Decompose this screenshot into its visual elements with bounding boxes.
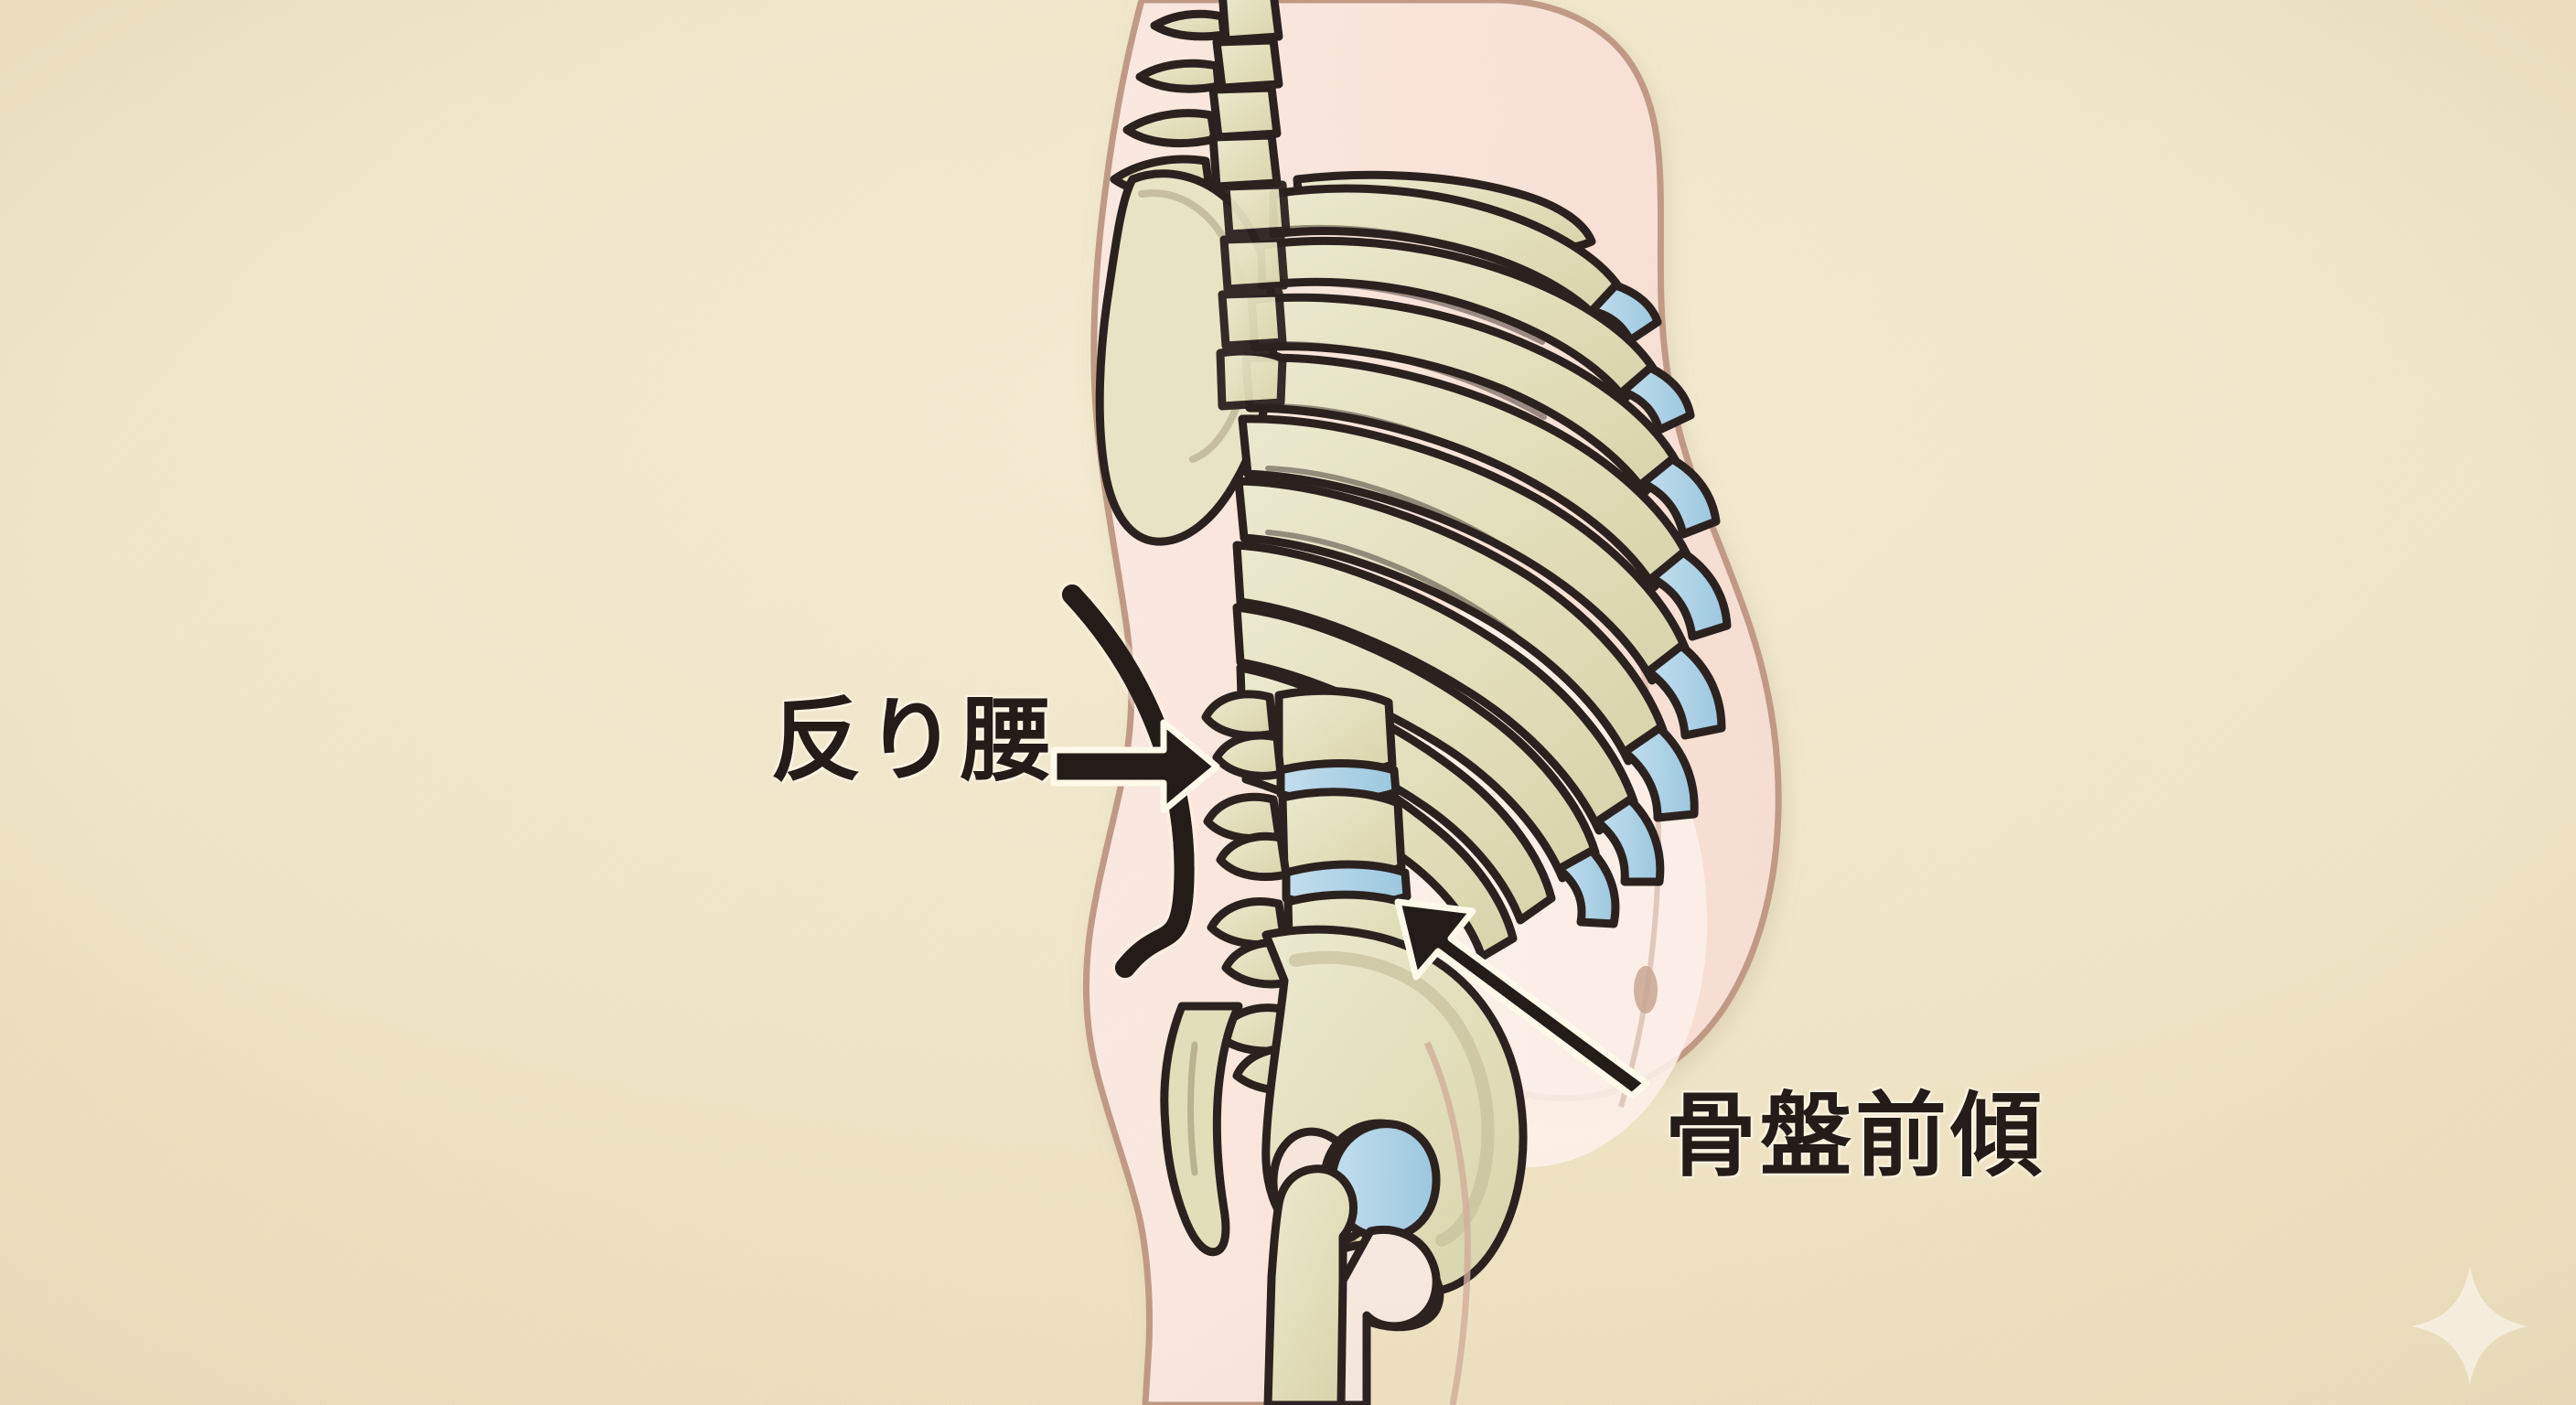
sparkle-icon bbox=[2411, 1266, 2528, 1385]
thoracic-vertebrae bbox=[1216, 180, 1291, 411]
femoral-head-cartilage bbox=[1327, 1120, 1441, 1242]
arrow-up-left-icon bbox=[1394, 898, 1650, 1099]
skeleton bbox=[1095, 0, 1732, 1405]
label-pelvic-tilt: 骨盤前傾 bbox=[1665, 1082, 2045, 1189]
far-thigh-outline bbox=[1423, 1041, 1471, 1405]
navel bbox=[1634, 966, 1658, 1014]
femur bbox=[1263, 1164, 1441, 1405]
label-swayback: 反り腰 bbox=[770, 687, 1056, 794]
arrow-right-icon bbox=[1050, 719, 1220, 814]
sacrum bbox=[1160, 1002, 1243, 1257]
lumbar-curve-arc bbox=[1058, 581, 1198, 981]
